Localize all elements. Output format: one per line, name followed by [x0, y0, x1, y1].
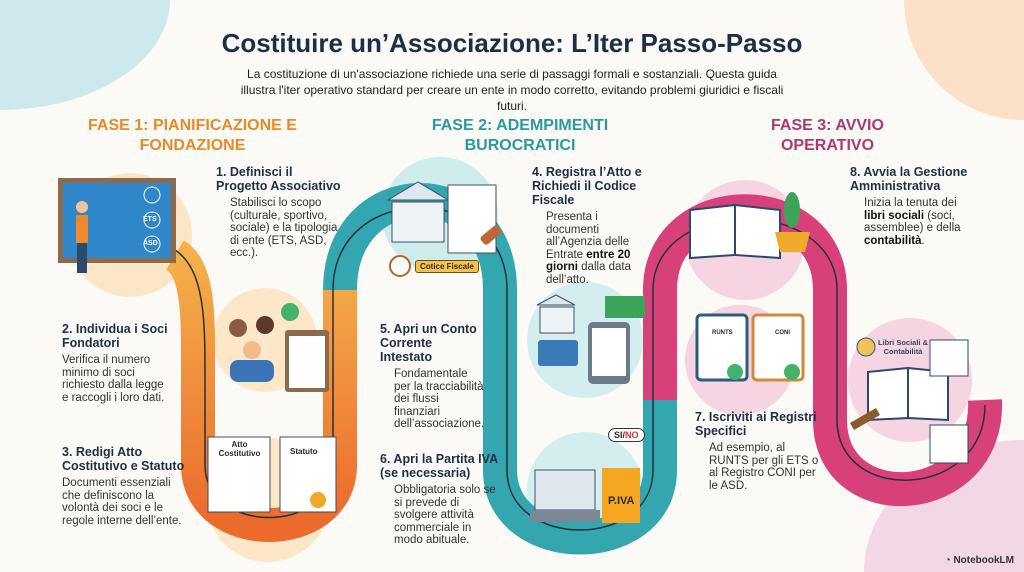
libri-label: Libri Sociali & Contabilità	[878, 338, 929, 356]
step-4: 4. Registra l’Atto e Richiedi il Codice …	[532, 165, 652, 286]
step-7: 7. Iscriviti ai Registri Specifici Ad es…	[695, 410, 820, 492]
step-title: 8. Avvia la Gestione Amministrativa	[850, 165, 968, 193]
page-title: Costituire un’Associazione: L’Iter Passo…	[221, 28, 803, 58]
piva-label: P.IVA	[608, 495, 635, 507]
step-description: Ad esempio, al RUNTS per gli ETS o al Re…	[709, 442, 819, 492]
phase-3-heading: FASE 3: AVVIO OPERATIVO	[771, 117, 884, 154]
step-title: 3. Redigi Atto Costitutivo e Statuto	[62, 445, 185, 473]
bank-finance-icon	[536, 294, 645, 384]
step-description: Documenti essenziali che definiscono la …	[62, 477, 182, 527]
step-5: 5. Apri un Conto Corrente Intestato Fond…	[380, 322, 485, 431]
step-description: Obbligatoria solo se si prevede di svolg…	[394, 484, 496, 546]
si-no-toggle: SI/NO	[608, 428, 645, 442]
step-description: Inizia la tenuta dei libri sociali (soci…	[864, 197, 961, 247]
step-8: 8. Avvia la Gestione Amministrativa Iniz…	[850, 165, 970, 247]
registers-icon	[695, 313, 805, 382]
founders-icon	[229, 303, 329, 392]
statuto-label: Statuto	[290, 447, 318, 456]
book-plant-icon	[689, 192, 810, 260]
step-title: 1. Definisci il Progetto Associativo	[216, 165, 341, 193]
page-subtitle: La costituzione di un'associazione richi…	[240, 67, 784, 113]
road-phase-2	[323, 183, 677, 555]
phase-1-heading: FASE 1: PIANIFICAZIONE E FONDAZIONE	[88, 117, 297, 154]
step-title: 4. Registra l’Atto e Richiedi il Codice …	[532, 165, 642, 207]
cash-register-icon	[530, 468, 640, 523]
bank-document-icon	[386, 181, 502, 277]
runts-label: RUNTS	[712, 330, 733, 336]
ets-tag: ETS	[143, 216, 157, 223]
step-description: Stabilisci lo scopo (culturale, sportivo…	[230, 197, 338, 259]
codice-fiscale-label: Cotice Fiscale	[415, 260, 479, 273]
documents-icon	[207, 436, 337, 513]
step-title: 6. Apri la Partita IVA (se necessaria)	[380, 452, 498, 480]
step-6: 6. Apri la Partita IVA (se necessaria) O…	[380, 452, 500, 547]
asd-tag: ASD	[143, 240, 158, 247]
notebooklm-brand: ◔ NotebookLM	[944, 555, 1014, 566]
coni-label: CONI	[775, 330, 790, 336]
step-title: 2. Individua i Soci Fondatori	[62, 322, 168, 350]
atto-costitutivo-label: Atto Costitutivo	[218, 440, 261, 458]
step-2: 2. Individua i Soci Fondatori Verifica i…	[62, 322, 172, 404]
step-description: Fondamentale per la tracciabilità dei fl…	[394, 368, 485, 430]
step-1: 1. Definisci il Progetto Associativo Sta…	[216, 165, 341, 260]
step-title: 7. Iscriviti ai Registri Specifici	[695, 410, 817, 438]
ledger-gavel-icon	[850, 337, 969, 464]
step-description: Verifica il numero minimo di soci richie…	[62, 354, 165, 404]
step-description: Presenta i documenti all’Agenzia delle E…	[546, 211, 632, 286]
step-title: 5. Apri un Conto Corrente Intestato	[380, 322, 477, 364]
phase-2-heading: FASE 2: ADEMPIMENTI BUROCRATICI	[431, 117, 609, 154]
whiteboard-icon	[58, 178, 176, 273]
step-3: 3. Redigi Atto Costitutivo e Statuto Doc…	[62, 445, 187, 527]
